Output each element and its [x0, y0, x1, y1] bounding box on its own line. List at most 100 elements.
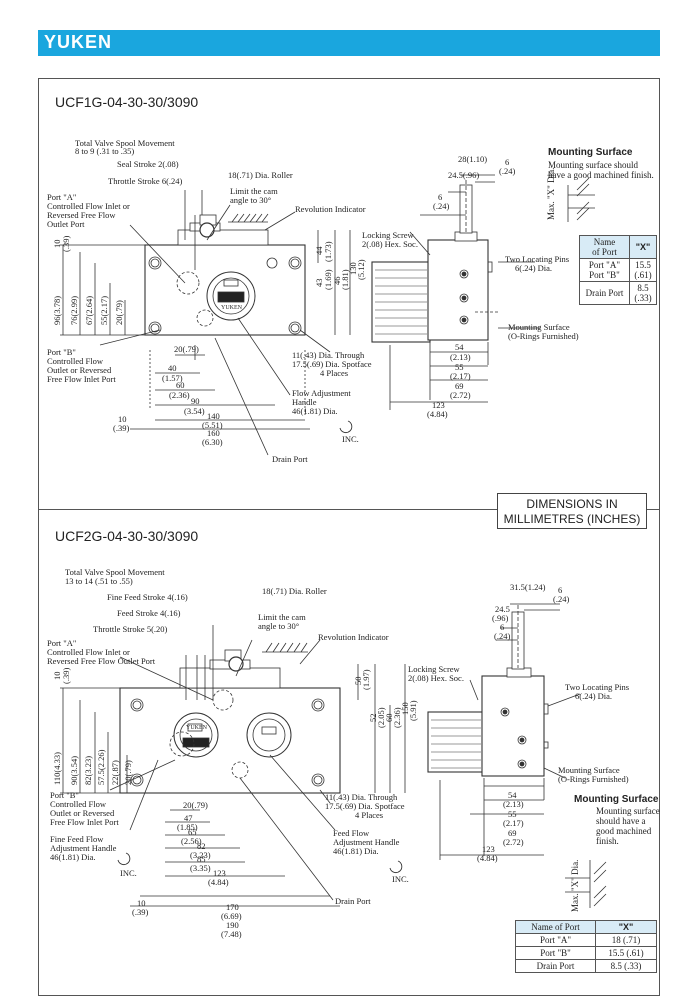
label: 18(.71) Dia. Roller [262, 586, 327, 596]
bottom-model-title: UCF2G-04-30-30/3090 [55, 528, 199, 544]
table-cell: Port "B" [514, 946, 597, 960]
label: (1.57) [162, 373, 183, 383]
label: 69 [455, 381, 464, 391]
yuken-logo: YUKEN [44, 32, 113, 52]
label: Free Flow Inlet Port [50, 817, 119, 827]
label: 40 [168, 363, 177, 373]
label: (3.35) [190, 863, 211, 873]
label: 2(.08) Hex. Soc. [408, 673, 464, 683]
label: 65 [188, 827, 197, 837]
label: 20(.79) [123, 760, 133, 785]
label: 44 [314, 246, 324, 255]
label: (O-Rings Furnished) [558, 774, 629, 784]
label: 20(.79) [114, 300, 124, 325]
dimensions-line-2: MILLIMETRES (INCHES) [503, 512, 641, 526]
label: Feed Stroke 4(.16) [117, 608, 181, 618]
label: (O-Rings Furnished) [508, 331, 579, 341]
bottom-mounting-title: Mounting Surface [574, 794, 659, 805]
label: Revolution Indicator [295, 204, 366, 214]
label: 69 [508, 828, 517, 838]
label: Drain Port [335, 896, 371, 906]
label: 47 [184, 813, 193, 823]
label: Fine Feed Flow [50, 834, 104, 844]
label: Fine Feed Stroke 4(.16) [107, 592, 188, 602]
label: (4.84) [477, 853, 498, 863]
bottom-mounting-desc-1: Mounting surface [596, 806, 660, 816]
label: 123 [213, 868, 226, 878]
table-header-text: of Port [592, 247, 617, 257]
label: 82(3.23) [83, 756, 93, 785]
label: 110(4.33) [52, 752, 62, 785]
label: Adjustment Handle [50, 843, 117, 853]
label: Mounting Surface [558, 765, 620, 775]
table-cell: 18 (.71) [595, 933, 657, 947]
table-header-cell: "X" [628, 235, 658, 259]
label: 10 [52, 672, 62, 681]
label: 76(2.99) [69, 296, 79, 325]
label: 6 [558, 585, 562, 595]
label: (6.30) [202, 437, 223, 447]
label: Drain Port [272, 454, 308, 464]
top-port-table: Name of Port "X" Port "A" Port "B" 15.5 … [579, 235, 658, 305]
bottom-max-x-label: Max. "X" Dia. [570, 859, 580, 912]
label: Free Flow Inlet Port [47, 374, 116, 384]
label: 85 [197, 854, 206, 864]
label: Flow Adjustment [292, 388, 351, 398]
valve-plate: YUKEN [186, 725, 208, 731]
label: 46(1.81) Dia. [50, 852, 96, 862]
label: Port "B" [50, 790, 79, 800]
label: 11(.43) Dia. Through [325, 792, 398, 802]
label: Throttle Stroke 5(.20) [93, 624, 168, 634]
label: (2.56) [181, 836, 202, 846]
label: Limit the cam [230, 186, 278, 196]
table-header-cell: Name of Port [514, 920, 597, 934]
label: 60 [176, 380, 185, 390]
label: 22(.87) [110, 760, 120, 785]
label: (2.13) [503, 799, 524, 809]
table-text: Port "B" [589, 270, 620, 280]
label: 90(3.54) [69, 756, 79, 785]
label: Two Locating Pins [505, 254, 569, 264]
table-cell: 8.5 (.33) [595, 959, 657, 973]
label: Locking Screw [408, 664, 461, 674]
label: 46(1.81) Dia. [292, 406, 338, 416]
label: 6 [505, 157, 509, 167]
label: Outlet or Reversed [47, 365, 112, 375]
label: (.24) [553, 594, 569, 604]
label: INC. [120, 868, 137, 878]
valve-plate: YUKEN [221, 305, 243, 311]
label: Handle [292, 397, 317, 407]
label: 43 [314, 279, 324, 288]
label: Reversed Free Flow [47, 210, 116, 220]
label: 17.5(.69) Dia. Spotface [325, 801, 405, 811]
bottom-mounting-desc-4: finish. [596, 836, 619, 846]
label: 55(2.17) [99, 296, 109, 325]
label: (5.51) [202, 420, 223, 430]
label: (2.13) [450, 352, 471, 362]
label: 130 [348, 262, 358, 275]
top-labels: Total Valve Spool Movement 8 to 9 (.31 t… [47, 138, 579, 464]
bottom-labels: Total Valve Spool Movement 13 to 14 (.51… [47, 567, 629, 939]
label: Revolution Indicator [318, 632, 389, 642]
label: (2.17) [450, 371, 471, 381]
top-mounting-desc-2: have a good machined finish. [548, 170, 654, 180]
dimensions-line-1: DIMENSIONS IN [526, 497, 618, 511]
table-text: (.61) [634, 270, 652, 280]
label: 123 [432, 400, 445, 410]
label: Outlet or Reversed [50, 808, 115, 818]
bottom-mounting-symbol [565, 860, 607, 908]
label: 11(.43) Dia. Through [292, 350, 365, 360]
label: 20(.79) [183, 800, 208, 810]
table-header-text: Name [593, 237, 616, 247]
label: 6(.24) Dia. [575, 691, 612, 701]
label: 96(3.78) [52, 296, 62, 325]
label: (.24) [433, 201, 449, 211]
label: 50 [353, 677, 363, 686]
label: 150 [400, 702, 410, 715]
label: (7.48) [221, 929, 242, 939]
label: 82 [197, 841, 206, 851]
table-cell: Port "A" Port "B" [579, 258, 630, 282]
label: (1.81) [340, 269, 350, 290]
table-text: Port "A" [588, 260, 621, 270]
